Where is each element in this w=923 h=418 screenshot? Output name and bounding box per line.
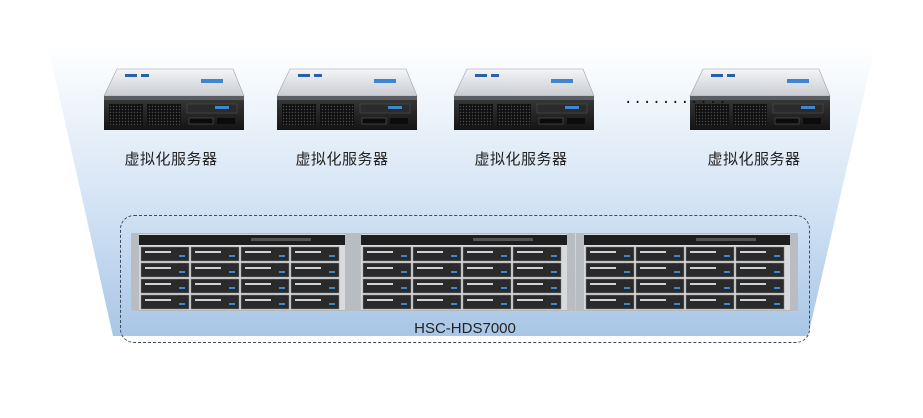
ellipsis: ...........	[624, 91, 728, 107]
server-label: 虚拟化服务器	[295, 150, 389, 168]
server-label: 虚拟化服务器	[707, 150, 801, 168]
server-label: 虚拟化服务器	[124, 150, 218, 168]
server-row: 虚拟化服务器 虚拟化服务器 虚拟化服务器 虚拟化服务器 ...........	[0, 0, 923, 200]
storage-group-border	[120, 215, 810, 343]
storage-array-icon	[353, 233, 575, 311]
server-icon	[453, 66, 595, 132]
storage-label: HSC-HDS7000	[414, 320, 516, 337]
storage-array-icon	[131, 233, 353, 311]
server-icon	[276, 66, 418, 132]
server-label: 虚拟化服务器	[474, 150, 568, 168]
server-icon	[103, 66, 245, 132]
storage-array-icon	[576, 233, 798, 311]
